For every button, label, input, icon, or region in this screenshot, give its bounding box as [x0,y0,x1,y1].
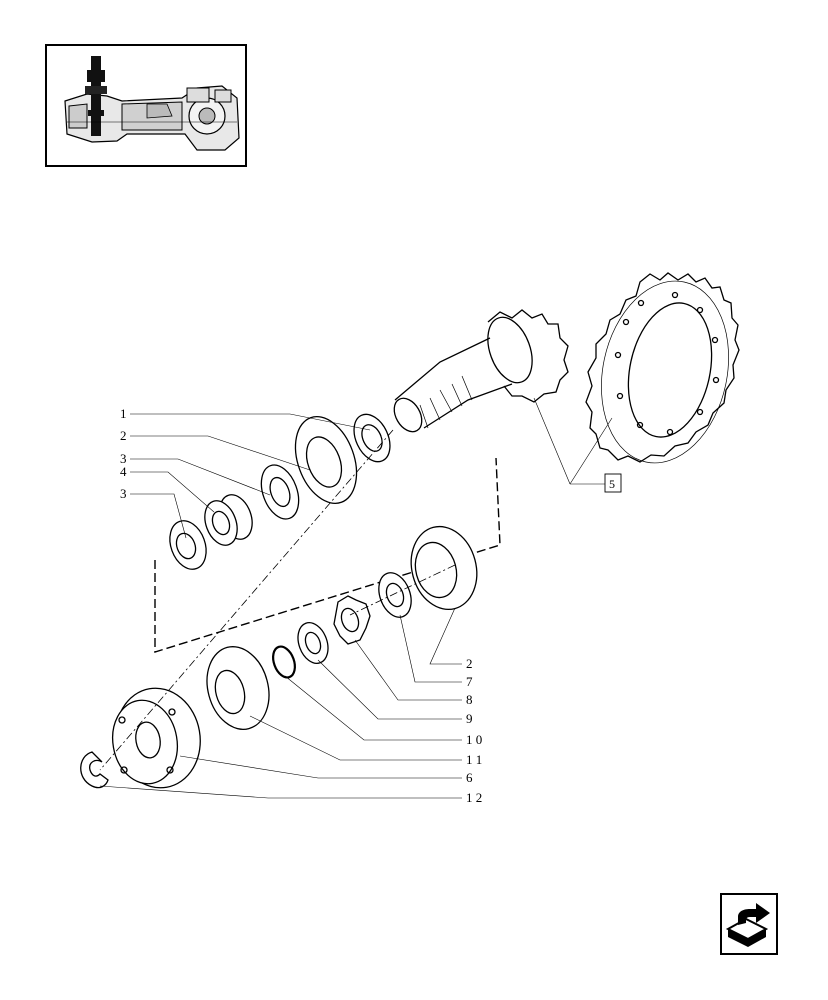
part-10-snap-ring [272,645,296,679]
callout-1: 1 [120,406,127,421]
part-4-spacer [204,494,253,546]
callouts: 1 2 3 4 3 5 2 7 8 9 1 0 1 1 6 1 2 [120,406,615,805]
pinion-shaft [393,309,569,433]
callout-11: 1 1 [466,752,482,767]
callout-5: 5 [609,477,615,491]
callout-3-upper: 3 [120,451,127,466]
next-page-button[interactable] [720,893,778,955]
callout-4: 4 [120,464,127,479]
leader-lines [99,397,613,799]
part-6-flange [112,687,201,789]
part-3-washer-lower [169,520,207,570]
callout-3-lower: 3 [120,486,127,501]
callout-6: 6 [466,770,473,785]
callout-12: 1 2 [466,790,482,805]
axle-thumbnail-icon [64,56,240,151]
part-1-ring [353,413,391,463]
part-8-nut [333,595,371,645]
part-11-seal [206,646,270,730]
part-7-ring [378,572,412,618]
callout-8: 8 [466,692,473,707]
callout-7: 7 [466,674,473,689]
callout-box-5 [604,473,622,493]
callout-9: 9 [466,711,473,726]
part-2-bearing [294,415,358,505]
callout-2: 2 [120,428,127,443]
callout-10: 1 0 [466,732,482,747]
part-9-washer [297,622,329,664]
part-3-washer-upper [260,464,300,520]
next-page-arrow-icon [725,903,770,947]
kit-bracket [154,457,501,653]
part-2-bearing-lower [410,525,478,611]
callout-2-lower: 2 [466,656,473,671]
crown-gear [585,272,740,464]
assembly-thumbnail[interactable] [45,44,247,167]
part-12-clip [80,751,109,789]
